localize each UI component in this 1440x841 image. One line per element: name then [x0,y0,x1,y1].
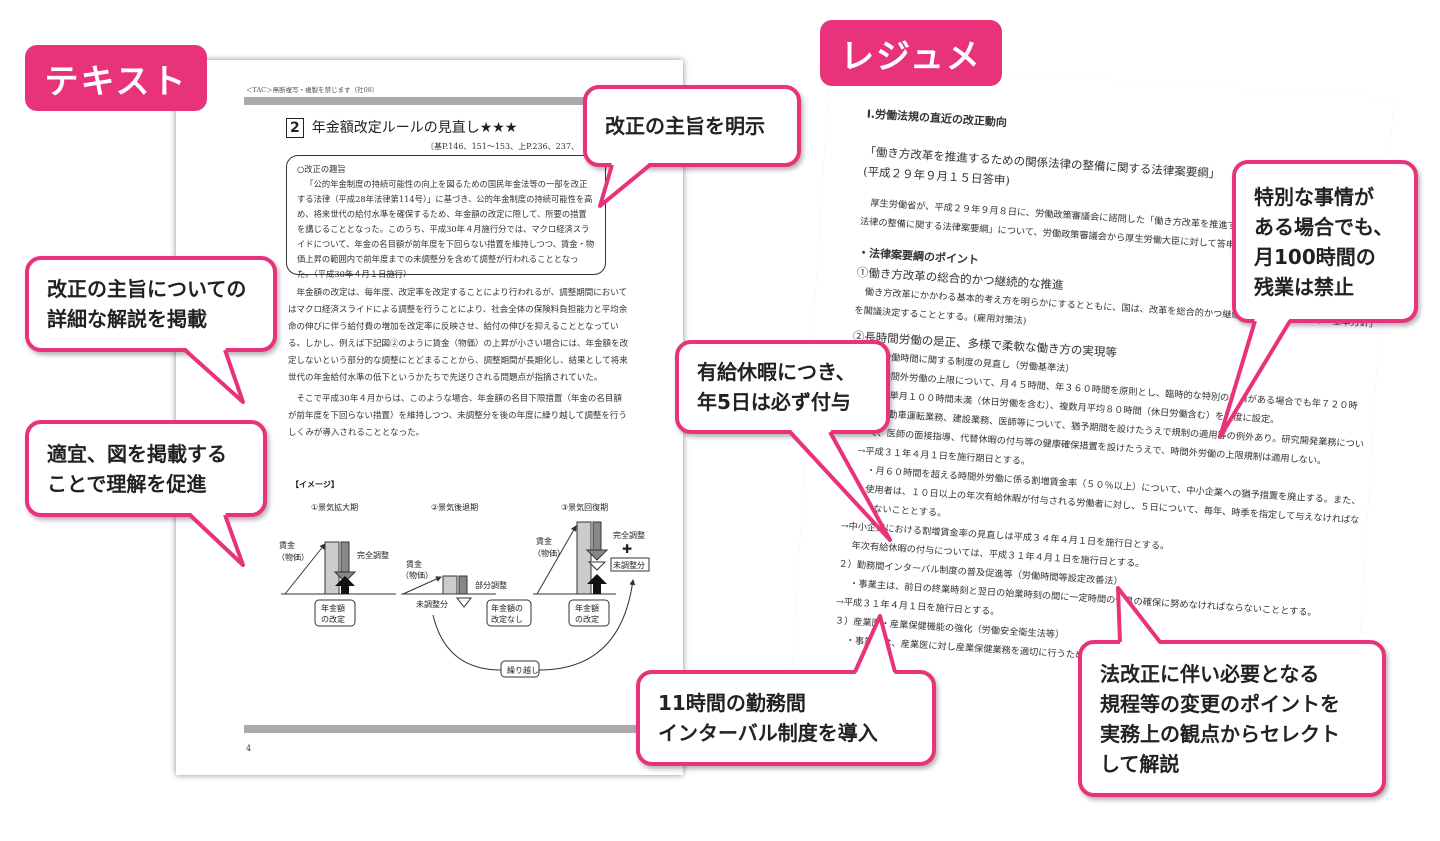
revision-label: 年金額 [575,603,599,613]
no-revision-label: 年金額の [491,603,523,613]
section-title: 2 年金額改定ルールの見直し★★★ [286,118,517,138]
wage-bar [324,541,340,595]
callout-text: 年5日は必ず付与 [697,390,851,414]
phase-1-label: ①景気拡大期 [311,502,358,512]
callout-text: 月100時間の [1254,244,1376,269]
wage-label: 賃金 [279,540,295,550]
callout-text: 法改正に伴い必要となる [1100,661,1320,686]
plus-icon: ✚ [622,542,632,556]
full-adjust-label: 完全調整 [357,550,389,560]
callout-interval: 11時間の勤務間インターバル制度を導入 [636,670,936,766]
section-number: 2 [286,118,304,138]
paragraph: 年金額の改定は、毎年度、改定率を改定することにより行われるが、調整期間においては… [288,288,629,383]
price-label: （物価） [533,548,565,558]
callout-paid-leave: 有給休暇につき、年5日は必ず付与 [675,340,890,434]
callout-figures: 適宜、図を掲載することで理解を促進 [25,420,267,517]
page-reference: 〔基P.146、151～153、上P.236、237、 [426,142,579,151]
callout-text: 11時間の勤務間 [658,691,806,715]
page-number: 4 [246,744,252,753]
phase-2-label: ②景気後退期 [431,502,478,512]
callout-practical: 法改正に伴い必要となる規程等の変更のポイントを実務上の観点からセレクトして解説 [1078,640,1386,797]
carry-over-label: 繰り越し [507,665,539,675]
callout-text: 改正の主旨についての [47,277,247,301]
paragraph: そこで平成30年４月からは、このような場合、年金額の名目下限措置（年金の名目額が… [288,394,627,438]
callout-text: 適宜、図を掲載する [47,441,227,466]
full-adjust-arrow [340,541,350,573]
wage-label: 賃金 [536,536,552,546]
callout-text: 残業は禁止 [1254,274,1354,299]
revision-label: の改定 [575,614,599,624]
partial-adjust-label: 部分調整 [475,580,507,590]
footer-rule [244,725,664,733]
callout-text: 詳細な解説を掲載 [47,307,207,331]
box-text: 「公的年金制度の持続可能性の向上を図るための国民年金法等の一部を改正する法律（平… [297,179,595,279]
header-rule [244,97,664,105]
price-label: （物価） [277,552,309,562]
callout-text: 特別な事情が [1254,184,1374,209]
callout-text: インターバル制度を導入 [658,721,878,745]
text-tag: テキスト [25,45,207,111]
callout-text: ある場合でも、 [1254,214,1394,239]
adjustment-figure: 【イメージ】 ①景気拡大期 ②景気後退期 ③景気回復期 賃金 （物価） 完全調整… [277,479,650,678]
callout-text: 実務上の観点からセレクト [1100,721,1340,746]
callout-text: して解説 [1100,751,1180,776]
callout-overtime: 特別な事情がある場合でも、月100時間の残業は禁止 [1232,160,1418,323]
box-title: ○改正の趣旨 [297,164,346,174]
callout-text: 規程等の変更のポイントを [1100,691,1340,716]
unadjusted-label: 未調整分 [613,560,645,570]
phase-3-label: ③景気回復期 [561,502,608,512]
revision-label: 年金額 [321,603,345,613]
no-revision-label: 改定なし [491,614,523,624]
body-text: 年金額の改定は、毎年度、改定率を改定することにより行われるが、調整期間においては… [288,285,628,446]
callout-purpose: 改正の主旨を明示 [583,85,801,167]
full-adjust-label: 完全調整 [613,530,645,540]
revision-purpose-box: ○改正の趣旨 「公的年金制度の持続可能性の向上を図るための国民年金法等の一部を改… [286,155,606,279]
figure-caption: 【イメージ】 [291,479,339,489]
callout-text: 有給休暇につき、 [697,360,856,384]
price-label: （物価） [401,570,433,580]
resume-tag: レジュメ [820,20,1002,86]
callout-text: 改正の主旨を明示 [605,114,765,138]
callout-text: ことで理解を促進 [47,471,207,496]
wage-label: 賃金 [406,559,422,569]
section-title-text: 年金額改定ルールの見直し★★★ [311,119,518,136]
callout-explanation: 改正の主旨についての詳細な解説を掲載 [25,256,277,352]
revision-label: の改定 [321,614,345,624]
unadjusted-label: 未調整分 [416,599,448,609]
page-header: ＜TAC＞無断複写・複製を禁じます（社08） [246,86,379,94]
